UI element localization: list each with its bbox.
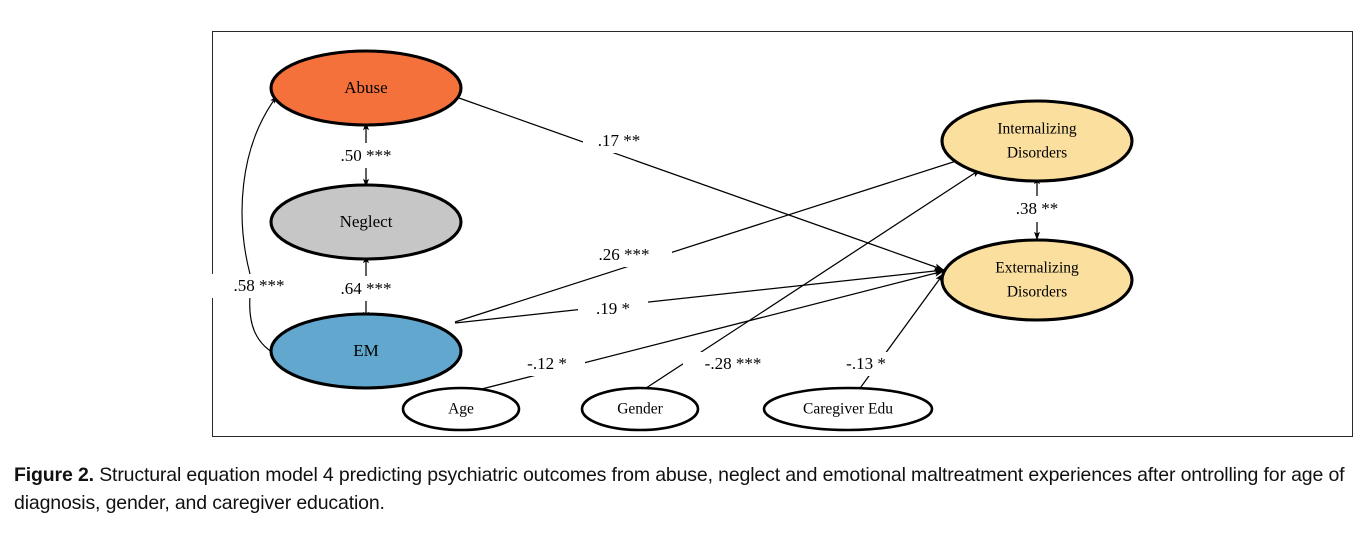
- abuse-label: Abuse: [344, 78, 387, 97]
- internalizing-ellipse: [940, 99, 1134, 183]
- caption-body: Structural equation model 4 predicting p…: [14, 464, 1345, 514]
- node-caregiver-edu[interactable]: Caregiver Edu: [762, 386, 934, 432]
- gender-internalizing-coefficient: -.28 ***: [705, 354, 762, 373]
- caregiveredu-ellipse: [762, 386, 934, 432]
- node-gender[interactable]: Gender: [580, 386, 700, 432]
- path-label-em-internalizing: .26 ***: [576, 243, 672, 267]
- path-label-em-externalizing: .19 *: [578, 297, 648, 321]
- neglect-em-coefficient: .64 ***: [341, 279, 392, 298]
- edge-abuse-to-externalizing: [458, 97, 945, 271]
- path-label-internalizing-externalizing: .38 **: [991, 197, 1083, 221]
- path-label-age-externalizing: -.12 *: [509, 352, 585, 376]
- age-ellipse: [401, 386, 521, 432]
- node-internalizing-disorders[interactable]: Internalizing Disorders: [940, 99, 1134, 183]
- age-label: Age: [448, 401, 474, 418]
- caregiveredu-externalizing-coefficient: -.13 *: [846, 354, 886, 373]
- caregiveredu-label: Caregiver Edu: [803, 401, 893, 418]
- path-label-neglect-em: .64 ***: [318, 277, 414, 301]
- em-internalizing-coefficient: .26 ***: [599, 245, 650, 264]
- path-label-abuse-neglect: .50 ***: [318, 144, 414, 168]
- age-externalizing-coefficient: -.12 *: [527, 354, 567, 373]
- externalizing-ellipse: [940, 238, 1134, 322]
- path-label-caregiveredu-externalizing: -.13 *: [828, 352, 904, 376]
- node-neglect[interactable]: Neglect: [269, 183, 463, 261]
- caption-label: Figure 2.: [14, 464, 94, 486]
- abuse-em-coefficient: .58 ***: [234, 276, 285, 295]
- em-externalizing-coefficient: .19 *: [596, 299, 630, 318]
- node-externalizing-disorders[interactable]: Externalizing Disorders: [940, 238, 1134, 322]
- em-ellipse: [269, 312, 463, 390]
- edge-em-to-externalizing: [454, 267, 945, 324]
- node-abuse[interactable]: Abuse: [269, 49, 463, 127]
- abuse-neglect-coefficient: .50 ***: [341, 146, 392, 165]
- abuse-externalizing-coefficient: .17 **: [598, 131, 641, 150]
- externalizing-label-line1: Externalizing: [995, 260, 1079, 277]
- gender-label: Gender: [617, 401, 663, 418]
- edge-abuse-em-curve-upper: [241, 95, 278, 275]
- internalizing-label-line2: Disorders: [1007, 145, 1067, 162]
- neglect-ellipse: [269, 183, 463, 261]
- edge-em-to-internalizing: [454, 154, 976, 323]
- externalizing-label-line2: Disorders: [1007, 284, 1067, 301]
- abuse-ellipse: [269, 49, 463, 127]
- node-age[interactable]: Age: [401, 386, 521, 432]
- neglect-label: Neglect: [340, 212, 393, 231]
- internalizing-label-line1: Internalizing: [997, 121, 1076, 138]
- internalizing-externalizing-coefficient: .38 **: [1016, 199, 1059, 218]
- path-label-gender-internalizing: -.28 ***: [683, 352, 783, 376]
- path-label-abuse-em: .58 ***: [212, 274, 304, 298]
- path-label-abuse-externalizing: .17 **: [583, 129, 655, 153]
- gender-ellipse: [580, 386, 700, 432]
- figure-caption: Figure 2. Structural equation model 4 pr…: [14, 462, 1362, 517]
- node-em[interactable]: EM: [269, 312, 463, 390]
- em-label: EM: [353, 341, 379, 360]
